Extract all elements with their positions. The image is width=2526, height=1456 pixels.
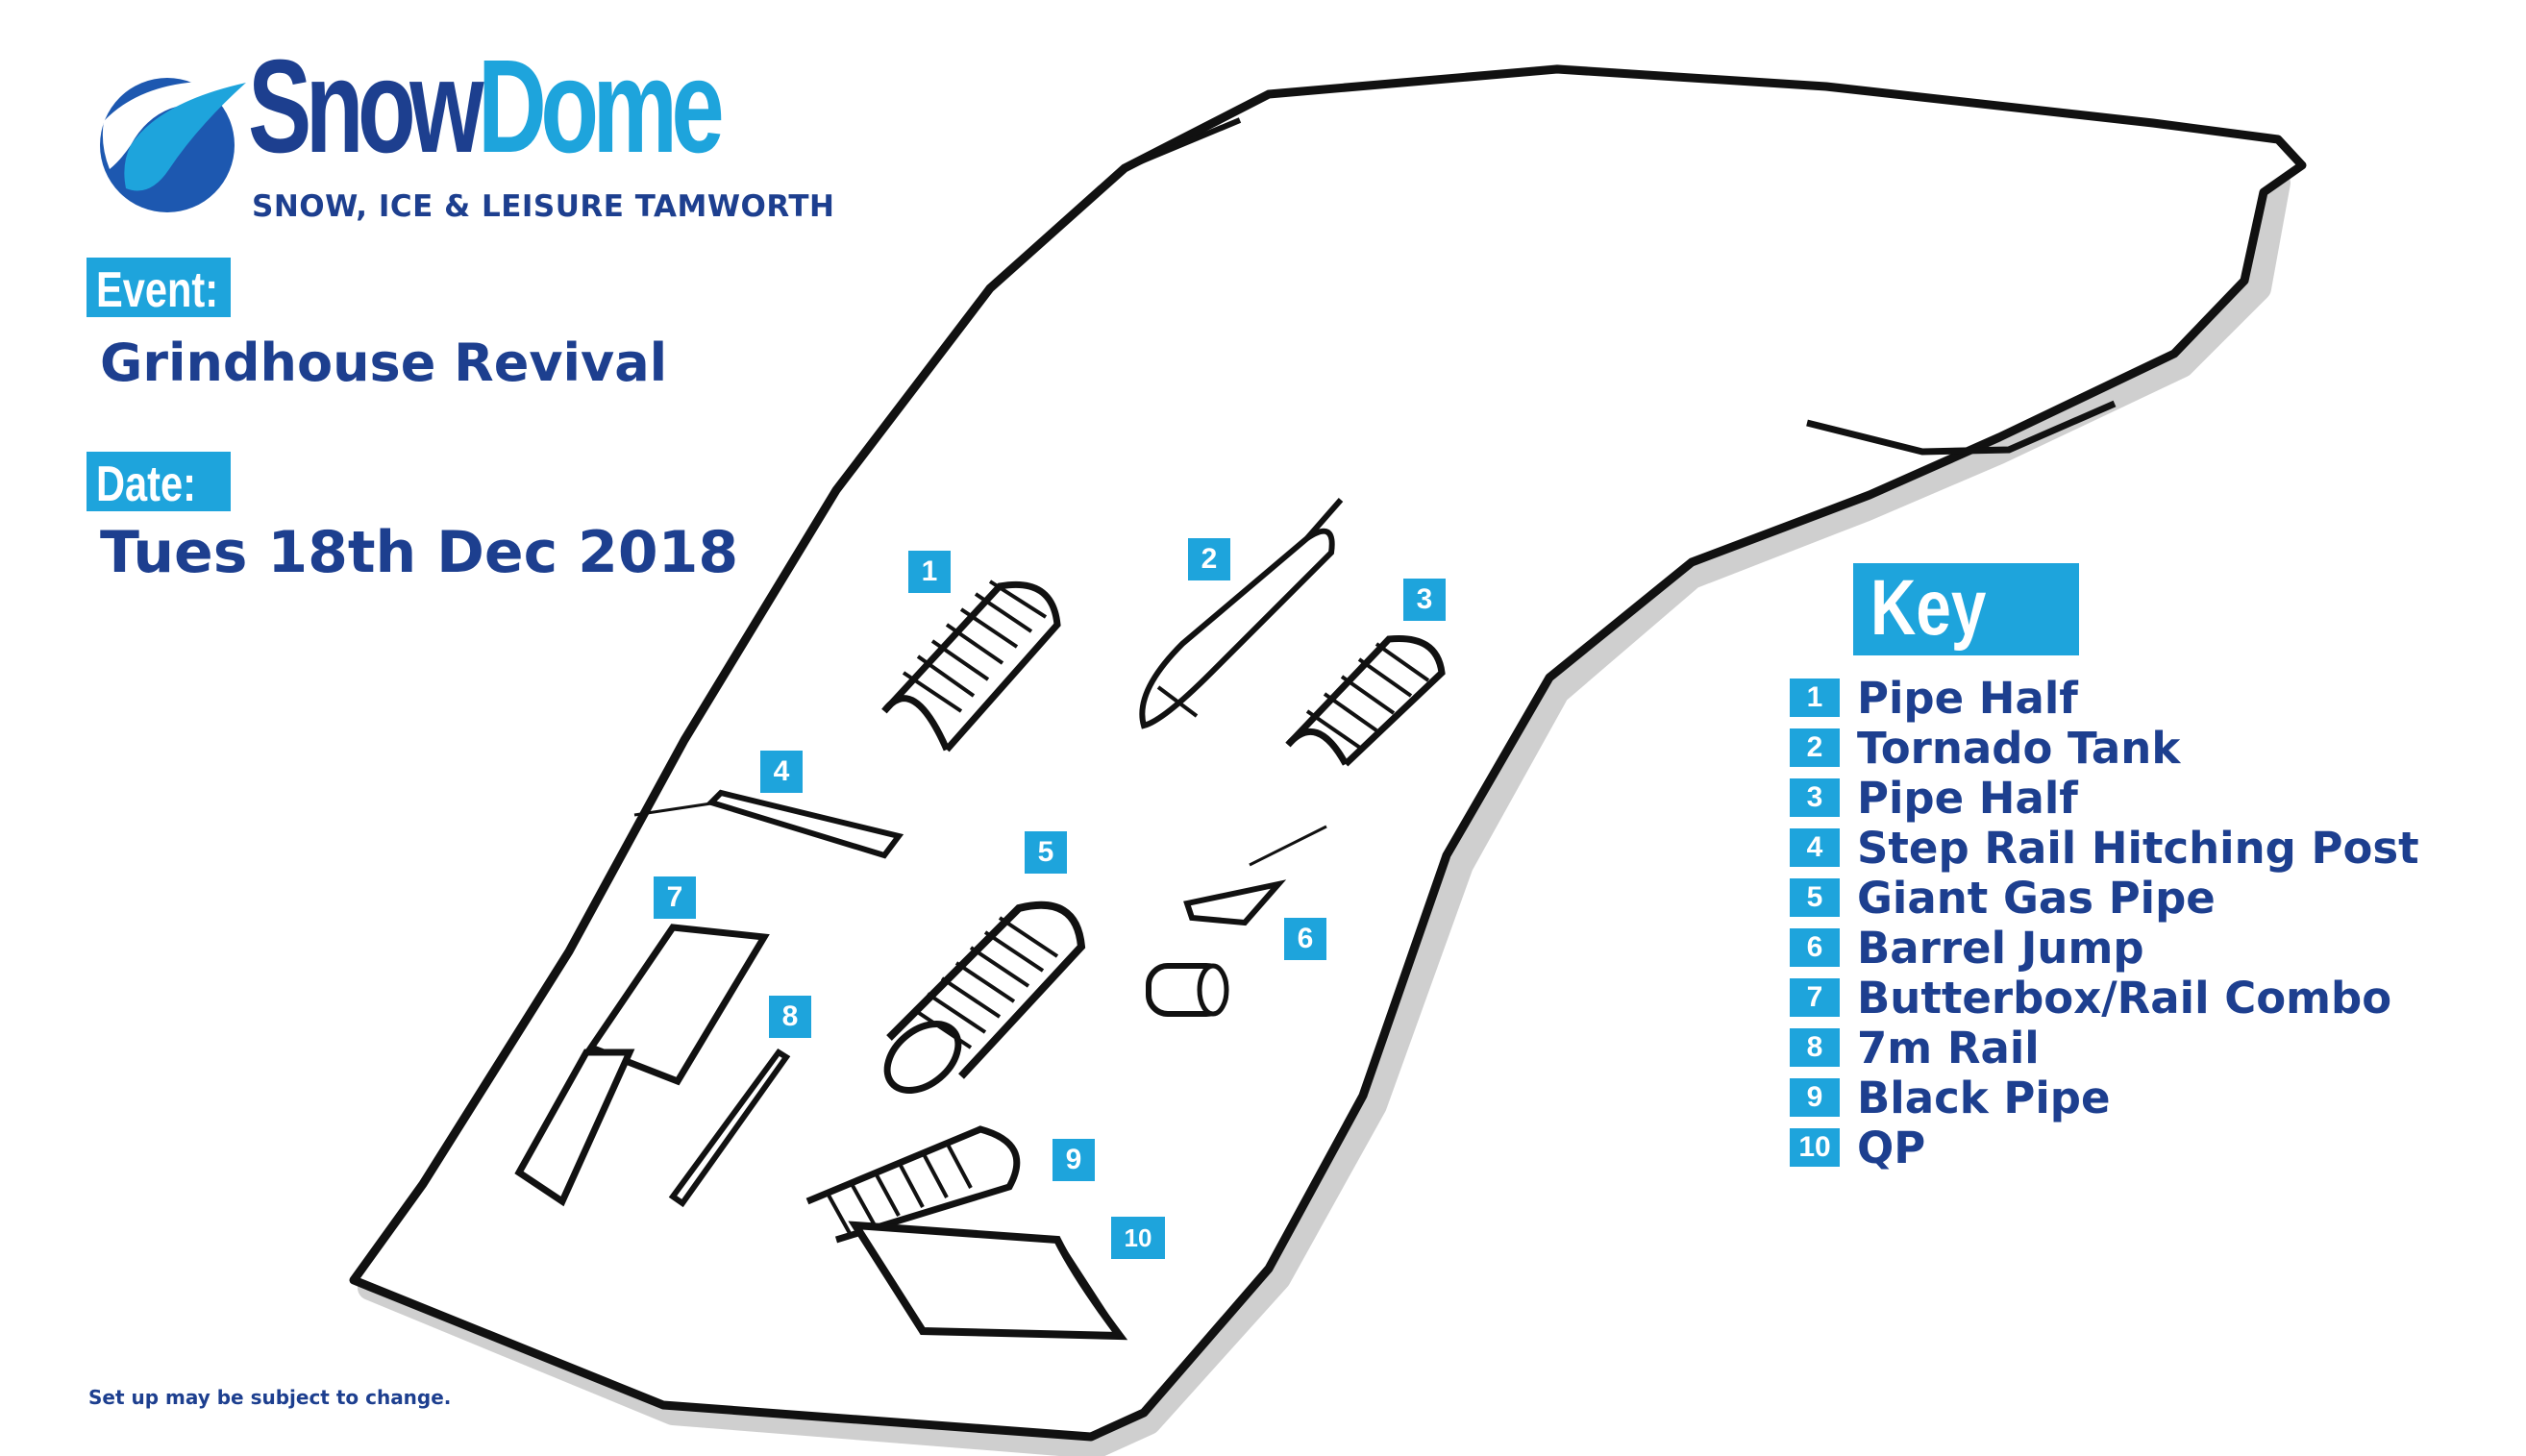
feature-2-tornado-tank [1139, 498, 1344, 729]
key-label: Pipe Half [1857, 772, 2078, 824]
logo-subtitle: SNOW, ICE & LEISURE TAMWORTH [252, 189, 835, 224]
map-marker-4: 4 [760, 751, 803, 793]
slope-edge-line [1123, 117, 1242, 171]
map-marker-10: 10 [1111, 1217, 1165, 1259]
key-label: Black Pipe [1857, 1072, 2111, 1123]
key-title: Key [1853, 563, 2079, 655]
slope-edge-line [1806, 400, 2117, 456]
key-number: 6 [1790, 928, 1840, 967]
event-name: Grindhouse Revival [100, 333, 668, 393]
key-title-text: Key [1870, 564, 1987, 652]
event-tag: Event: [87, 258, 231, 317]
feature-4-step-rail [633, 789, 904, 859]
map-marker-7: 7 [654, 876, 696, 919]
event-date: Tues 18th Dec 2018 [100, 519, 739, 586]
key-number: 5 [1790, 878, 1840, 917]
key-label: Pipe Half [1857, 672, 2078, 724]
feature-7-butterbox-rail [514, 924, 770, 1207]
key-item: 4 Step Rail Hitching Post [1790, 822, 2419, 874]
key-label: Step Rail Hitching Post [1857, 822, 2419, 874]
feature-1-pipe-half [881, 580, 1061, 753]
key-number: 2 [1790, 728, 1840, 767]
feature-10-qp [848, 1221, 1128, 1341]
map-marker-3: 3 [1403, 579, 1446, 621]
key-label: QP [1857, 1122, 1926, 1173]
disclaimer: Set up may be subject to change. [88, 1386, 452, 1409]
map-marker-8: 8 [769, 996, 811, 1038]
key-item: 8 7m Rail [1790, 1023, 2419, 1073]
feature-8-rail [668, 1048, 791, 1208]
logo-dome: Dome [478, 33, 725, 181]
key-label: 7m Rail [1857, 1022, 2040, 1073]
key-number: 7 [1790, 978, 1840, 1017]
logo-wordmark: SnowDome [248, 40, 725, 173]
key-label: Tornado Tank [1857, 722, 2181, 774]
key-label: Butterbox/Rail Combo [1857, 972, 2392, 1024]
key-number: 8 [1790, 1028, 1840, 1067]
key-item: 1 Pipe Half [1790, 672, 2419, 724]
feature-3-pipe-half [1285, 634, 1446, 767]
feature-5-giant-gas-pipe [883, 901, 1086, 1094]
map-marker-6: 6 [1284, 918, 1326, 960]
key-item: 9 Black Pipe [1790, 1073, 2419, 1123]
map-marker-1: 1 [908, 551, 951, 593]
key-item: 5 Giant Gas Pipe [1790, 872, 2419, 924]
key-number: 10 [1790, 1128, 1840, 1167]
key-label: Giant Gas Pipe [1857, 872, 2216, 924]
key-item: 2 Tornado Tank [1790, 722, 2419, 774]
logo-icon [92, 54, 256, 217]
map-marker-2: 2 [1188, 538, 1230, 580]
feature-6-barrel-jump [1146, 825, 1327, 1017]
logo-snow: Snow [248, 33, 484, 181]
key-item: 10 QP [1790, 1122, 2419, 1173]
key-label: Barrel Jump [1857, 922, 2144, 974]
slope-outline [349, 64, 2307, 1442]
key-item: 3 Pipe Half [1790, 772, 2419, 824]
key-item: 7 Butterbox/Rail Combo [1790, 972, 2419, 1024]
key-number: 3 [1790, 778, 1840, 817]
key-number: 1 [1790, 679, 1840, 717]
key-item: 6 Barrel Jump [1790, 922, 2419, 974]
key-number: 4 [1790, 828, 1840, 867]
date-label: Date: [96, 457, 197, 512]
event-label: Event: [96, 262, 219, 318]
feature-9-black-pipe [805, 1125, 1021, 1244]
map-marker-9: 9 [1052, 1139, 1095, 1181]
map-marker-5: 5 [1025, 831, 1067, 874]
date-tag: Date: [87, 452, 231, 511]
key-number: 9 [1790, 1078, 1840, 1117]
